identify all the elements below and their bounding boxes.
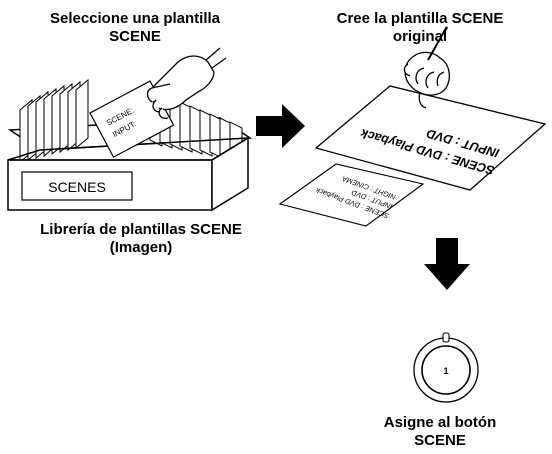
assign-button-heading: Asigne al botón SCENE (350, 414, 530, 450)
select-template-heading: Seleccione una plantilla SCENE (20, 10, 250, 46)
knob-icon: 1 (413, 332, 479, 403)
small-template-sheet: SCENE : DVD Playback INPUT : DVD NIGHT :… (278, 163, 425, 227)
library-line2: (Imagen) (109, 239, 173, 256)
hand-writing-icon (403, 26, 451, 109)
assign-line2: SCENE (414, 432, 466, 449)
scenes-label-frame (21, 171, 133, 201)
create-template-heading: Cree la plantilla SCENE original (305, 10, 535, 46)
scene-button-number: 1 (443, 366, 448, 376)
select-template-line2: SCENE (109, 28, 161, 45)
library-heading: Librería de plantillas SCENE (Imagen) (0, 221, 282, 257)
scenes-label: SCENES (48, 179, 106, 195)
arrow-down-icon (424, 238, 470, 290)
assign-line1: Asigne al botón (383, 414, 497, 431)
hand-icon (146, 47, 227, 119)
create-template-line2: original (392, 28, 448, 45)
create-template-line1: Cree la plantilla SCENE (336, 10, 504, 27)
select-template-line1: Seleccione una plantilla (49, 10, 221, 27)
library-line1: Librería de plantillas SCENE (40, 221, 242, 238)
arrow-right-icon (256, 104, 305, 148)
